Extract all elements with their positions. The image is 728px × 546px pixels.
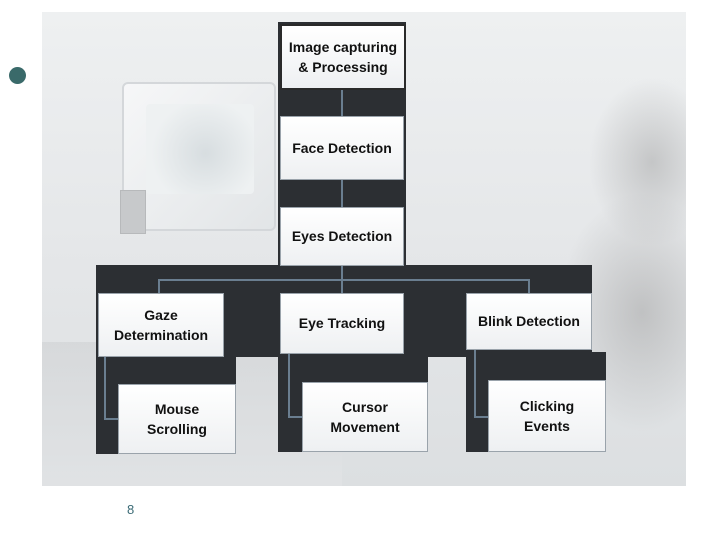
connector-tracking-cursor-v: [288, 354, 290, 418]
node-cursor-line1: Cursor: [342, 398, 388, 415]
connector-capture-face: [341, 89, 343, 117]
node-mouse-scrolling-label: Mouse Scrolling: [147, 400, 207, 437]
node-gaze-determination: Gaze Determination: [98, 293, 224, 357]
bullet-icon: [9, 67, 26, 84]
monitor-illustration: [122, 82, 276, 231]
connector-gaze-scrolling-v: [104, 356, 106, 420]
camera-device: [120, 190, 146, 234]
node-gaze-line1: Gaze: [144, 306, 178, 323]
node-gaze-line2: Determination: [113, 327, 209, 343]
node-eye-tracking-label: Eye Tracking: [298, 315, 386, 332]
connector-branch-gaze: [158, 279, 160, 293]
connector-gaze-scrolling-h: [104, 418, 118, 420]
node-clicking-events-label: Clicking Events: [519, 397, 575, 434]
node-cursor-movement: Cursor Movement: [302, 382, 428, 452]
node-blink-detection-label: Blink Detection: [478, 313, 580, 330]
node-eyes-detection: Eyes Detection: [280, 207, 404, 266]
connector-blink-clicking-v: [474, 350, 476, 418]
node-cursor-line2: Movement: [330, 419, 400, 435]
page-number: 8: [127, 502, 135, 517]
node-face-detection: Face Detection: [280, 116, 404, 180]
node-blink-detection: Blink Detection: [466, 293, 592, 350]
connector-branch-blink: [528, 279, 530, 293]
node-image-capturing: Image capturing & Processing: [280, 24, 406, 90]
monitor-screen: [146, 104, 254, 194]
node-eye-tracking: Eye Tracking: [280, 293, 404, 354]
node-mouse-scrolling: Mouse Scrolling: [118, 384, 236, 454]
node-clicking-events: Clicking Events: [488, 380, 606, 452]
connector-branch-tracking: [341, 279, 343, 293]
connector-blink-clicking-h: [474, 416, 488, 418]
connector-branch-horizontal: [158, 279, 530, 281]
connector-face-eyes: [341, 180, 343, 208]
node-face-detection-label: Face Detection: [292, 139, 392, 156]
node-image-capturing-line1: Image capturing: [288, 38, 398, 55]
connector-eyes-branch: [341, 266, 343, 279]
node-eyes-detection-label: Eyes Detection: [291, 228, 393, 245]
connector-tracking-cursor-h: [288, 416, 302, 418]
node-image-capturing-line2: & Processing: [298, 59, 388, 75]
